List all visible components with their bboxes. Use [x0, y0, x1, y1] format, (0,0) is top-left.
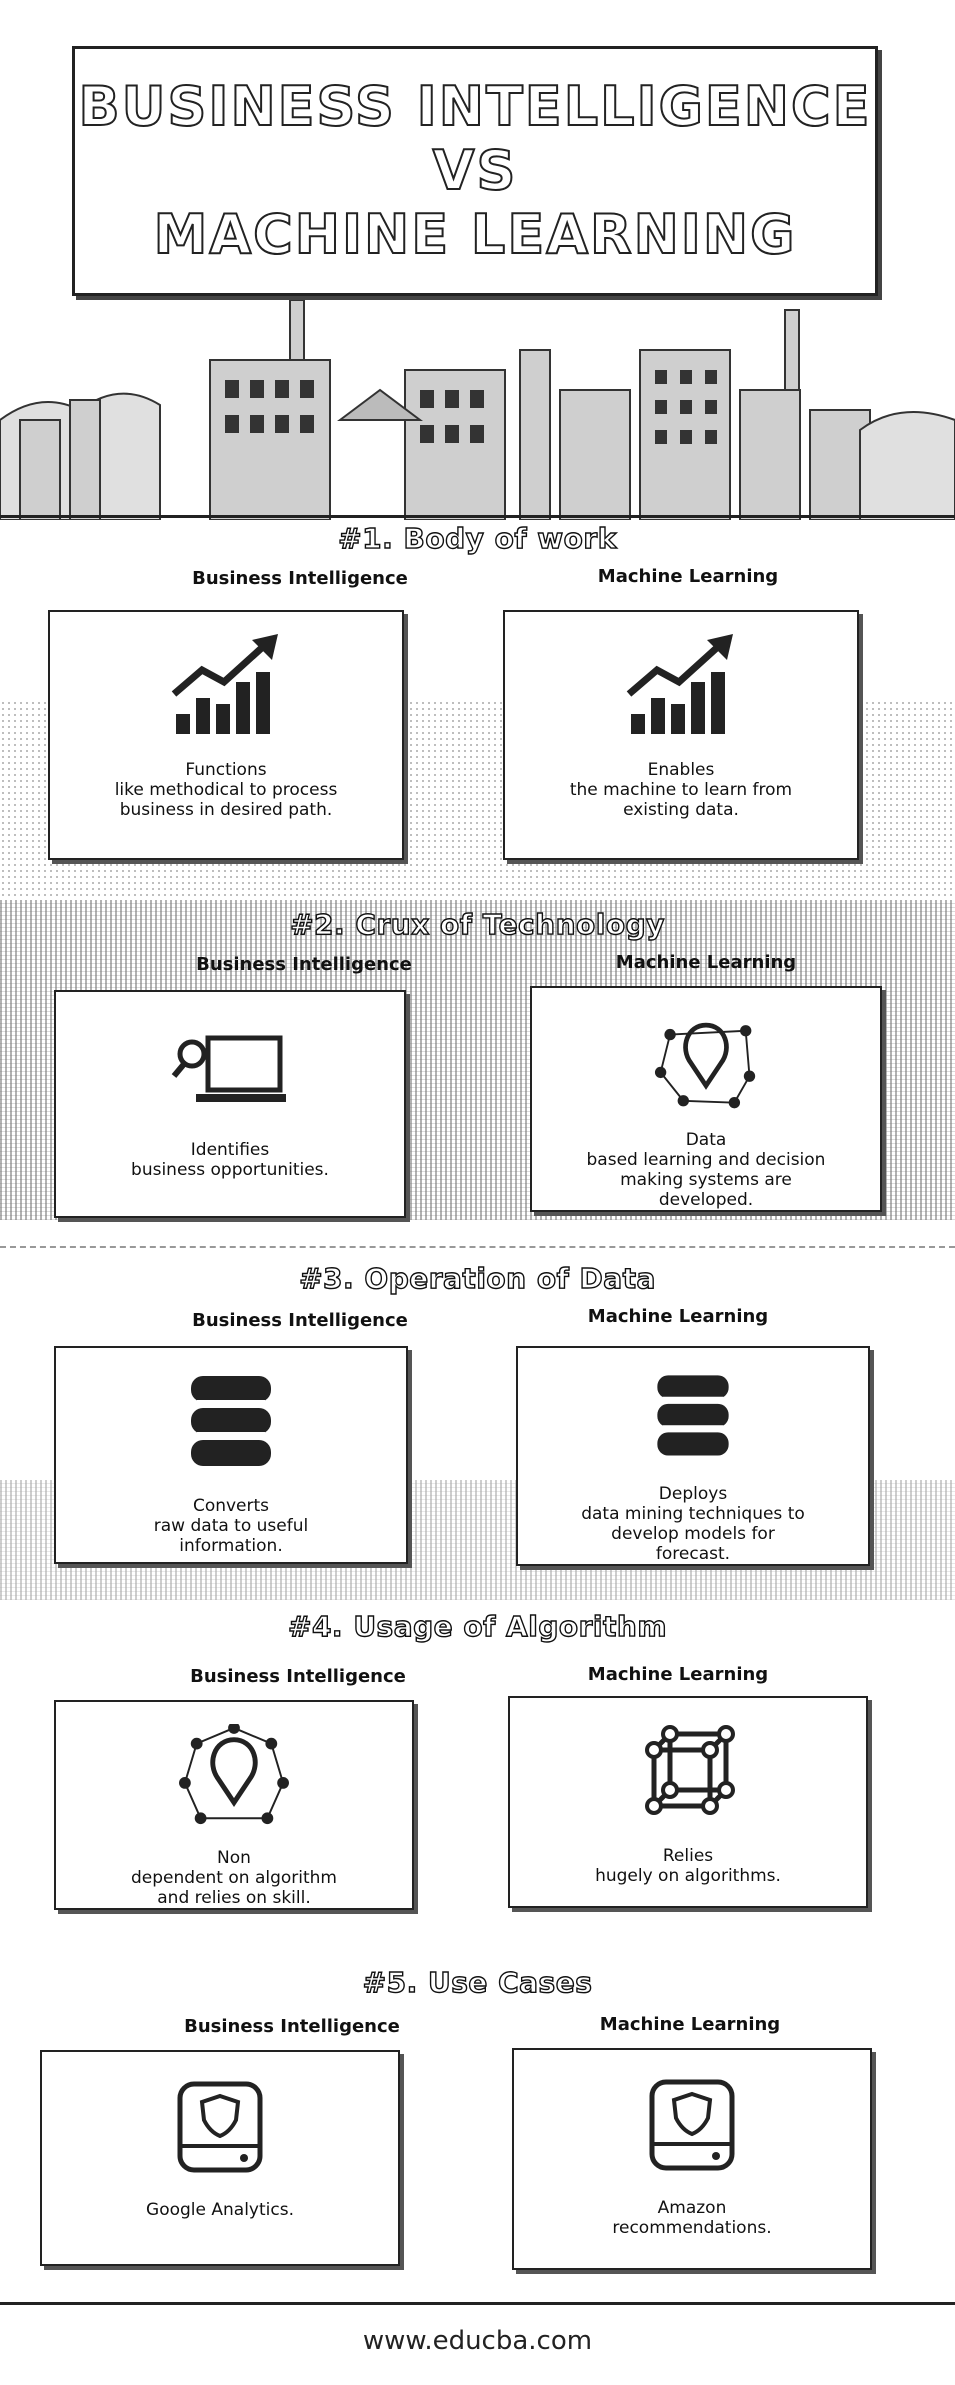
section-2-right-card: Data based learning and decision making … — [530, 986, 882, 1212]
section-2-left-label: Business Intelligence — [196, 954, 412, 975]
section-3-right-label: Machine Learning — [587, 1306, 769, 1327]
network-pin-icon — [179, 1724, 289, 1825]
section-2-title: #2. Crux of Technology — [289, 907, 665, 941]
database-icon — [191, 1376, 271, 1466]
section-5-left-card: Google Analytics. — [40, 2050, 400, 2266]
database-icon — [657, 1375, 729, 1456]
section-4-right-label: Machine Learning — [587, 1664, 769, 1685]
laptop-search-icon — [171, 1035, 286, 1102]
title-line-3: MACHINE LEARNING — [153, 202, 797, 267]
section-3-right-text: Deploys data mining techniques to develo… — [581, 1484, 805, 1564]
title-line-1: BUSINESS INTELLIGENCE — [77, 74, 872, 139]
footer-url[interactable]: www.educba.com — [362, 2326, 593, 2356]
section-3-title: #3. Operation of Data — [298, 1261, 656, 1295]
section-3-right-card: Deploys data mining techniques to develo… — [516, 1346, 870, 1566]
section-4-right-card: Relies hugely on algorithms. — [508, 1696, 868, 1908]
section-1-title: #1. Body of work — [337, 521, 617, 555]
section-1-right-text: Enables the machine to learn from existi… — [569, 760, 793, 820]
section-5-left-text: Google Analytics. — [146, 2200, 294, 2220]
city-skyline-illustration — [0, 300, 955, 520]
section-2-right-text: Data based learning and decision making … — [586, 1130, 826, 1210]
section-2-right-label: Machine Learning — [615, 952, 797, 973]
section-divider — [0, 515, 955, 518]
shield-drive-icon — [177, 2081, 263, 2173]
section-2-left-text: Identifies business opportunities. — [131, 1140, 329, 1180]
section-3-left-label: Business Intelligence — [192, 1310, 408, 1331]
section-1-right-card: Enables the machine to learn from existi… — [503, 610, 859, 860]
title-box: BUSINESS INTELLIGENCE VS MACHINE LEARNIN… — [72, 46, 878, 296]
section-1-left-card: Functions like methodical to process bus… — [48, 610, 404, 860]
section-4-right-text: Relies hugely on algorithms. — [595, 1846, 781, 1886]
footer-divider — [0, 2302, 955, 2305]
shield-drive-icon — [649, 2079, 735, 2171]
growth-chart-icon — [626, 634, 733, 734]
section-5-right-text: Amazon recommendations. — [612, 2198, 772, 2238]
section-5-left-label: Business Intelligence — [184, 2016, 400, 2037]
node-grid-icon — [645, 1725, 735, 1815]
network-pin-icon — [654, 1022, 756, 1109]
section-4-left-card: Non dependent on algorithm and relies on… — [54, 1700, 414, 1910]
title-line-2: VS — [432, 138, 518, 203]
dashed-divider — [0, 1246, 955, 1248]
section-5-right-label: Machine Learning — [599, 2014, 781, 2035]
section-4-title: #4. Usage of Algorithm — [287, 1609, 668, 1643]
section-1-left-text: Functions like methodical to process bus… — [114, 760, 338, 820]
section-1-left-label: Business Intelligence — [192, 568, 408, 589]
section-4-left-text: Non dependent on algorithm and relies on… — [131, 1848, 337, 1908]
section-5-title: #5. Use Cases — [362, 1965, 593, 1999]
section-3-left-card: Converts raw data to useful information. — [54, 1346, 408, 1564]
growth-chart-icon — [171, 634, 278, 734]
section-2-left-card: Identifies business opportunities. — [54, 990, 406, 1218]
section-1-right-label: Machine Learning — [597, 566, 779, 587]
section-3-left-text: Converts raw data to useful information. — [153, 1496, 309, 1556]
section-4-left-label: Business Intelligence — [190, 1666, 406, 1687]
section-5-right-card: Amazon recommendations. — [512, 2048, 872, 2270]
